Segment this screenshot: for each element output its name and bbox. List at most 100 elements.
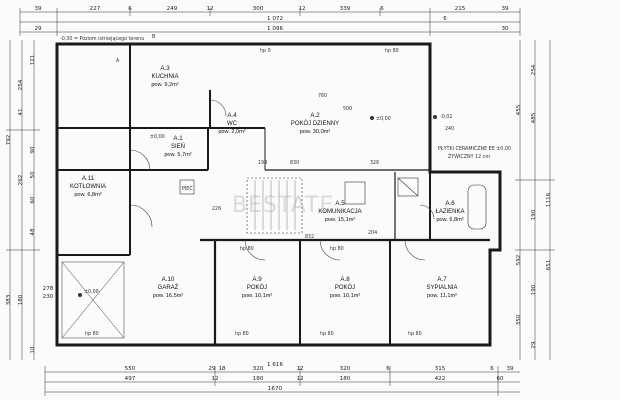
svg-text:1 072: 1 072 (267, 16, 283, 22)
svg-text:651: 651 (546, 259, 552, 270)
svg-text:830: 830 (290, 160, 299, 166)
room-area: pow. 10,1m² (242, 293, 273, 299)
svg-text:41: 41 (18, 108, 24, 116)
svg-text:6: 6 (128, 6, 132, 12)
svg-text:180: 180 (253, 376, 264, 382)
room-area: pow. 11,1m² (427, 293, 457, 299)
svg-text:A: A (116, 58, 120, 64)
room-code: A.1 (173, 135, 183, 142)
svg-text:326: 326 (370, 160, 379, 166)
svg-text:6: 6 (490, 366, 494, 372)
level-markers (78, 115, 437, 297)
svg-text:422: 422 (435, 376, 446, 382)
svg-text:12: 12 (296, 366, 303, 372)
garage-hatch (61, 261, 125, 339)
svg-text:485: 485 (531, 112, 537, 123)
svg-text:497: 497 (125, 376, 136, 382)
room-name: KOMUNIKACJA (318, 209, 361, 215)
svg-text:254: 254 (531, 64, 537, 75)
room-name: SYPIALNIA (426, 285, 457, 291)
room-area: pow. 15,1m² (325, 217, 356, 223)
room-area: pow. 9,2m² (151, 82, 178, 88)
svg-text:29: 29 (34, 26, 42, 32)
svg-text:10: 10 (30, 346, 36, 354)
svg-text:hp 80: hp 80 (320, 331, 334, 337)
svg-text:339: 339 (340, 6, 351, 12)
svg-text:12: 12 (296, 376, 303, 382)
room-code: A.2 (310, 112, 320, 119)
resin-note: ŻYWICZNY 12 cm (448, 153, 490, 160)
garage-dim-278: 278 (43, 286, 54, 292)
top-dimension-text: 39 227 6 249 12 300 12 339 6 215 39 1 07… (34, 6, 509, 32)
svg-text:29: 29 (208, 366, 216, 372)
svg-text:6: 6 (443, 16, 447, 22)
svg-text:760: 760 (318, 93, 327, 99)
svg-text:500: 500 (343, 106, 352, 112)
right-dimension-lines (515, 40, 555, 360)
room-code: A.7 (437, 276, 447, 283)
svg-text:6: 6 (386, 366, 390, 372)
svg-text:350: 350 (516, 314, 522, 325)
svg-text:hp 80: hp 80 (330, 246, 344, 252)
room-area: pow. 6,8m² (436, 217, 463, 223)
svg-text:hp 80: hp 80 (235, 331, 249, 337)
room-name: KOTŁOWNIA (70, 184, 106, 190)
room-code: A.8 (340, 276, 350, 283)
room-area: pow. 16,5m² (153, 293, 184, 299)
level-garage: ±0,00 (84, 289, 99, 295)
left-dimension-lines (6, 40, 40, 360)
svg-text:249: 249 (167, 6, 178, 12)
svg-text:320: 320 (340, 366, 351, 372)
room-name: GARAŻ (158, 284, 179, 291)
room-code: A.6 (445, 200, 455, 207)
svg-text:320: 320 (253, 366, 264, 372)
room-name: POKÓJ (247, 284, 267, 291)
svg-text:194: 194 (258, 160, 267, 166)
room-code: A.5 (335, 200, 345, 207)
svg-text:262: 262 (18, 175, 24, 186)
svg-text:832: 832 (305, 234, 314, 240)
svg-text:455: 455 (516, 104, 522, 115)
svg-text:hp 80: hp 80 (85, 331, 99, 337)
svg-text:550: 550 (125, 366, 136, 372)
boiler-label: PIEC (182, 186, 193, 192)
room-area: pow. 10,1m² (330, 293, 361, 299)
svg-text:18: 18 (218, 366, 226, 372)
room-area: pow. 30,0m² (300, 129, 331, 135)
svg-text:6: 6 (380, 6, 384, 12)
svg-text:48: 48 (30, 228, 36, 236)
svg-text:215: 215 (455, 6, 466, 12)
room-name: POKÓJ DZIENNY (291, 120, 339, 127)
svg-text:180: 180 (340, 376, 351, 382)
bottom-dimension-lines (44, 366, 520, 396)
plan-notes: -0,30 = Poziom istniejącego terenu ±0,00… (60, 34, 511, 337)
room-area: pow. 2,0m² (218, 129, 245, 135)
door-swings (129, 99, 435, 261)
room-area: pow. 5,7m² (164, 152, 191, 158)
room-name: ŁAZIENKA (435, 209, 464, 215)
room-area: pow. 6,8m² (74, 192, 101, 198)
svg-text:39: 39 (34, 6, 42, 12)
room-code: A.3 (160, 65, 170, 72)
svg-text:180: 180 (18, 294, 24, 305)
room-name: SIEŃ (171, 143, 185, 150)
existing-ground-level-note: -0,30 = Poziom istniejącego terenu (60, 36, 144, 42)
room-name: POKÓJ (335, 284, 355, 291)
svg-text:240: 240 (445, 126, 454, 132)
svg-text:39: 39 (501, 6, 509, 12)
svg-text:39: 39 (506, 366, 514, 372)
svg-text:hp 0: hp 0 (260, 48, 271, 54)
svg-text:204: 204 (368, 230, 377, 236)
svg-text:592: 592 (516, 255, 522, 266)
svg-text:12: 12 (206, 6, 213, 12)
svg-text:1116: 1116 (546, 192, 552, 207)
svg-text:90: 90 (30, 146, 36, 154)
stair-lines (254, 180, 296, 230)
top-dimension-lines (19, 8, 521, 36)
svg-text:1670: 1670 (268, 386, 283, 392)
left-dimension-text: 792 254 41 121 90 50 60 262 48 180 383 2… (6, 54, 54, 353)
svg-text:227: 227 (90, 6, 101, 12)
svg-text:12: 12 (211, 376, 218, 382)
room-name: KUCHNIA (151, 74, 178, 80)
